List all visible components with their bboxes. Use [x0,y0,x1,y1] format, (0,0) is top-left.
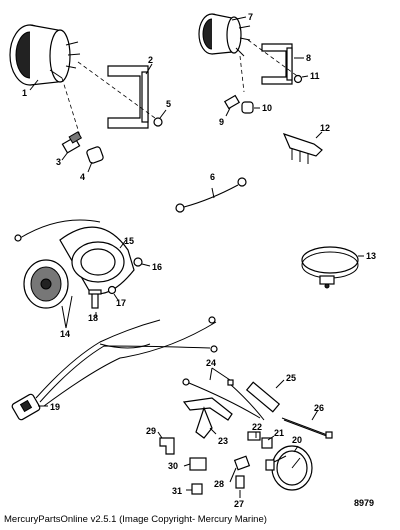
small-bracket-part [261,43,293,85]
callout-12: 12 [320,123,330,133]
clamp-part [301,246,359,289]
callout-6: 6 [210,172,215,182]
cap-part [86,146,104,164]
ground-cable-part [175,177,247,213]
small-nut-part [293,74,303,84]
tee-30-part [189,457,207,471]
callout-29: 29 [146,426,156,436]
gauge-large-part [9,24,81,86]
callout-28: 28 [214,479,224,489]
callout-2: 2 [148,55,153,65]
callout-20: 20 [292,435,302,445]
small-cap-part [241,101,254,114]
gauge-small-part [198,13,251,57]
screw-part [88,289,102,309]
callout-17: 17 [116,298,126,308]
fitting-21-part [261,437,273,449]
bracket-part [107,65,149,129]
callout-3: 3 [56,157,61,167]
callout-4: 4 [80,172,85,182]
figure-number: 8979 [354,498,374,508]
callout-11: 11 [310,71,320,81]
callout-23: 23 [218,436,228,446]
callout-16: 16 [152,262,162,272]
callout-9: 9 [219,117,224,127]
callout-27: 27 [234,499,244,509]
mounting-shell-part [14,219,135,295]
callout-19: 19 [50,402,60,412]
callout-30: 30 [168,461,178,471]
wire-leads-part [182,378,265,421]
callout-18: 18 [88,313,98,323]
straight-fitting-part [235,475,245,489]
shell-nut-part [133,257,143,267]
nut-part [153,117,163,127]
gauge-body-part [23,259,69,309]
sleeve-part [245,381,281,413]
plug-31-part [191,483,203,495]
callout-15: 15 [124,236,134,246]
callout-31: 31 [172,486,182,496]
callout-5: 5 [166,99,171,109]
callout-26: 26 [314,403,324,413]
elbow-29-part [159,437,175,455]
callout-13: 13 [366,251,376,261]
small-stud-part [223,94,241,110]
copyright-footer: MercuryPartsOnline v2.5.1 (Image Copyrig… [4,514,267,525]
cable-tie-part [281,417,333,439]
callout-24: 24 [206,358,216,368]
callout-21: 21 [274,428,284,438]
callout-1: 1 [22,88,27,98]
callout-8: 8 [306,53,311,63]
callout-7: 7 [248,12,253,22]
pressure-gauge-part [265,445,313,491]
elbow-fitting-part [233,455,251,471]
clip-bracket-part [282,133,323,164]
callout-25: 25 [286,373,296,383]
wiring-harness-part [11,316,218,421]
callout-14: 14 [60,329,70,339]
fitting-22-part [247,431,261,441]
washer-part [107,285,117,295]
stud-fitting-part [61,131,83,154]
mount-bracket-part [182,397,233,439]
callout-10: 10 [262,103,272,113]
callout-22: 22 [252,422,262,432]
